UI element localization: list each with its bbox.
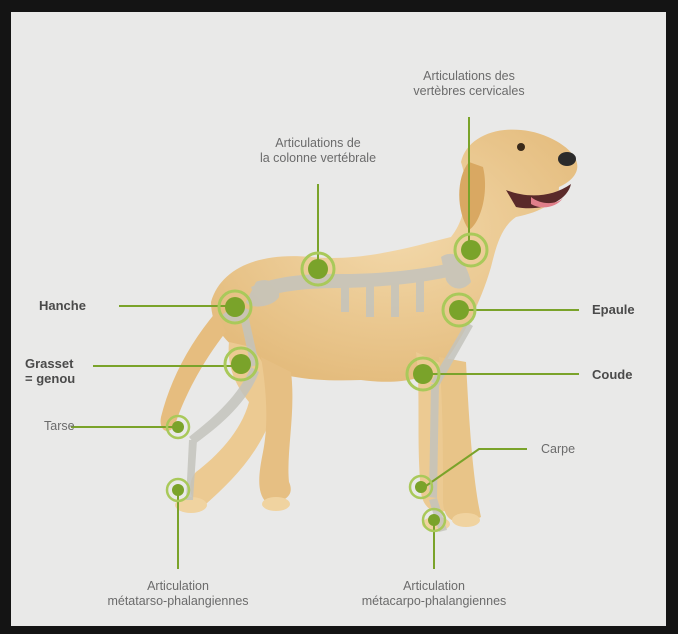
- label-carpe: Carpe: [541, 442, 575, 457]
- label-spine-line2: la colonne vertébrale: [260, 151, 376, 166]
- label-cervical: Articulations des vertèbres cervicales: [413, 69, 524, 99]
- label-meta-hind-line2: métatarso-phalangiennes: [107, 594, 248, 609]
- label-tarse: Tarse: [44, 419, 75, 434]
- label-epaule: Epaule: [592, 302, 635, 317]
- label-grasset-line2: = genou: [25, 371, 75, 386]
- label-meta-front: Articulation métacarpo-phalangiennes: [362, 579, 507, 609]
- label-cervical-line1: Articulations des: [413, 69, 524, 84]
- dog-illustration: [11, 12, 666, 626]
- label-meta-front-line2: métacarpo-phalangiennes: [362, 594, 507, 609]
- label-meta-front-line1: Articulation: [362, 579, 507, 594]
- dog-silhouette: [161, 130, 578, 531]
- label-grasset-line1: Grasset: [25, 356, 75, 371]
- label-spine-line1: Articulations de: [260, 136, 376, 151]
- label-grasset: Grasset = genou: [25, 356, 75, 386]
- label-meta-hind-line1: Articulation: [107, 579, 248, 594]
- label-meta-hind: Articulation métatarso-phalangiennes: [107, 579, 248, 609]
- label-spine: Articulations de la colonne vertébrale: [260, 136, 376, 166]
- diagram-panel: Articulations des vertèbres cervicales A…: [11, 12, 666, 626]
- label-coude: Coude: [592, 367, 632, 382]
- label-cervical-line2: vertèbres cervicales: [413, 84, 524, 99]
- label-hanche: Hanche: [39, 298, 86, 313]
